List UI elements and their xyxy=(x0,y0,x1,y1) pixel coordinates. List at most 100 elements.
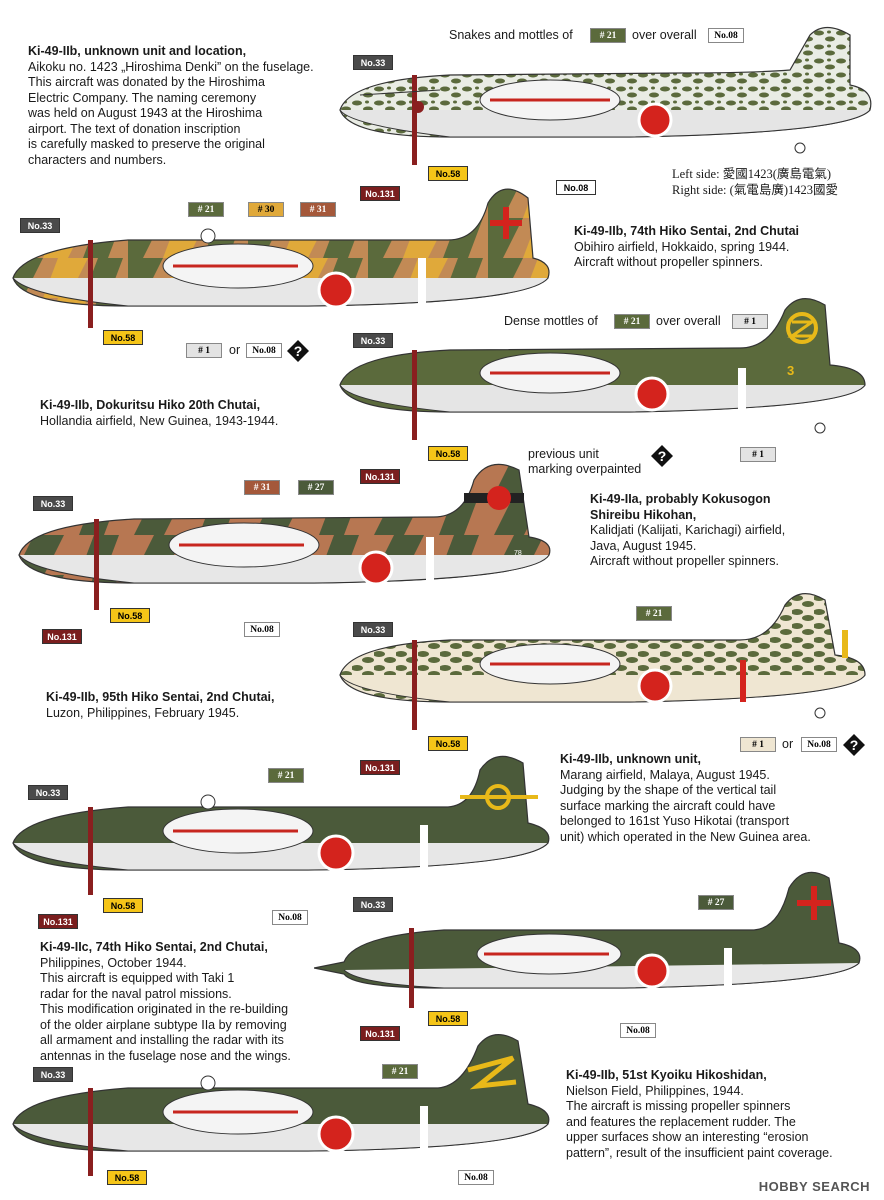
chip-1: # 1 xyxy=(186,343,222,358)
caption-line: This aircraft was donated by the Hiroshi… xyxy=(28,75,265,89)
label-no131: No.131 xyxy=(360,469,400,484)
caption-3: Ki-49-IIb, Dokuritsu Hiko 20th Chutai, H… xyxy=(40,398,278,429)
caption-line: Judging by the shape of the vertical tai… xyxy=(560,783,777,797)
caption-line: Hollandia airfield, New Guinea, 1943-194… xyxy=(40,413,279,428)
chip-31: # 31 xyxy=(300,202,336,217)
caption-line: Java, August 1945. xyxy=(590,538,697,553)
caption-line: is carefully masked to preserve the orig… xyxy=(28,137,265,151)
chip-27: # 27 xyxy=(698,895,734,910)
caption-line: Philippines, October 1944. xyxy=(40,955,187,970)
svg-text:?: ? xyxy=(658,448,667,464)
caption-6: Ki-49-IIb, unknown unit, Marang airfield… xyxy=(560,752,811,845)
label-no33: No.33 xyxy=(28,785,68,800)
caption-line: Electric Company. The naming ceremony xyxy=(28,90,257,105)
caption-line: of the older airplane subtype IIa by rem… xyxy=(40,1017,287,1032)
caption-title: Ki-49-IIb, 95th Hiko Sentai, 2nd Chutai, xyxy=(46,690,275,704)
svg-text:?: ? xyxy=(850,737,859,753)
aircraft-profile-5 xyxy=(339,593,866,730)
question-mark-icon: ? xyxy=(287,340,309,362)
caption-line: Obihiro airfield, Hokkaido, spring 1944. xyxy=(574,239,790,254)
label-no33: No.33 xyxy=(353,55,393,70)
left-side-label: Left side: xyxy=(672,167,720,181)
chip-no08: No.08 xyxy=(272,910,308,925)
caption-title: Ki-49-IIa, probably Kokusogon xyxy=(590,492,771,506)
label-no131: No.131 xyxy=(38,914,78,929)
label-no08: No.08 xyxy=(556,180,596,195)
right-side-kanji: (氣電島廣)1423國愛 xyxy=(729,183,838,197)
caption-line: surface marking the aircraft could have xyxy=(560,798,776,813)
label-no33: No.33 xyxy=(353,333,393,348)
aircraft-profile-4: 78 xyxy=(18,463,551,610)
caption-line: This modification originated in the re-b… xyxy=(40,1002,289,1016)
question-mark-icon: ? xyxy=(843,734,865,756)
caption-line: all armament and installing the radar wi… xyxy=(40,1033,284,1047)
chip-21: # 21 xyxy=(614,314,650,329)
caption-4: Ki-49-IIa, probably Kokusogon Shireibu H… xyxy=(590,492,785,570)
chip-no08: No.08 xyxy=(620,1023,656,1038)
chip-21: # 21 xyxy=(590,28,626,43)
label-no58: No.58 xyxy=(103,330,143,345)
snakes-note-post: over overall xyxy=(632,28,697,42)
label-no131: No.131 xyxy=(360,186,400,201)
footer-watermark: HOBBY SEARCH xyxy=(758,1179,870,1194)
label-no131: No.131 xyxy=(360,1026,400,1041)
chip-21: # 21 xyxy=(636,606,672,621)
label-no131: No.131 xyxy=(42,629,82,644)
caption-1: Ki-49-IIb, unknown unit and location, Ai… xyxy=(28,44,314,168)
label-no33: No.33 xyxy=(353,622,393,637)
chip-1: # 1 xyxy=(740,737,776,752)
chip-27: # 27 xyxy=(298,480,334,495)
caption-line: characters and numbers. xyxy=(28,152,167,167)
chip-30: # 30 xyxy=(248,202,284,217)
caption-line: belonged to 161st Yuso Hikotai (transpor… xyxy=(560,814,790,828)
prev-unit-line2: marking overpainted xyxy=(528,462,642,476)
svg-text:?: ? xyxy=(294,343,303,359)
caption-line: upper surfaces show an interesting “eros… xyxy=(566,1130,809,1144)
chip-no08: No.08 xyxy=(244,622,280,637)
chip-no08: No.08 xyxy=(458,1170,494,1185)
label-no58: No.58 xyxy=(428,166,468,181)
or-text: or xyxy=(782,737,794,751)
aircraft-profile-3: 3 xyxy=(339,298,866,440)
snakes-note: Snakes and mottles of xyxy=(449,28,573,43)
chip-no08: No.08 xyxy=(246,343,282,358)
propeller xyxy=(412,75,417,165)
right-side-inscription: Right side: (氣電島廣)1423國愛 xyxy=(672,182,838,198)
caption-line: pattern”, result of the insufficient pai… xyxy=(566,1145,833,1160)
question-mark-icon: ? xyxy=(651,445,673,467)
caption-7: Ki-49-IIc, 74th Hiko Sentai, 2nd Chutai,… xyxy=(40,940,291,1064)
caption-line: Kalidjati (Kalijati, Karichagi) airfield… xyxy=(590,523,786,537)
left-side-kanji: 愛國1423(廣島電氣) xyxy=(722,167,832,181)
caption-title-line2: Shireibu Hikohan, xyxy=(590,507,697,522)
chip-21: # 21 xyxy=(382,1064,418,1079)
label-no58: No.58 xyxy=(110,608,150,623)
caption-2: Ki-49-IIb, 74th Hiko Sentai, 2nd Chutai … xyxy=(574,224,799,271)
chip-31: # 31 xyxy=(244,480,280,495)
caption-line: Luzon, Philippines, February 1945. xyxy=(46,705,240,720)
label-no33: No.33 xyxy=(33,496,73,511)
dense-note: Dense mottles of xyxy=(504,314,598,329)
label-no131: No.131 xyxy=(360,760,400,775)
label-no58: No.58 xyxy=(103,898,143,913)
caption-8: Ki-49-IIb, 51st Kyoiku Hikoshidan, Niels… xyxy=(566,1068,833,1161)
tail-code-78: 78 xyxy=(514,550,522,557)
snakes-note-pre: Snakes and mottles of xyxy=(449,28,573,42)
dense-note-post: over overall xyxy=(656,314,721,328)
chip-1: # 1 xyxy=(740,447,776,462)
or-text: or xyxy=(229,343,241,357)
caption-5: Ki-49-IIb, 95th Hiko Sentai, 2nd Chutai,… xyxy=(46,690,275,721)
aircraft-profile-7 xyxy=(314,871,861,1008)
aircraft-profile-2 xyxy=(12,188,550,328)
prev-unit-line1: previous unit xyxy=(528,447,599,461)
caption-title: Ki-49-IIb, 74th Hiko Sentai, 2nd Chutai xyxy=(574,224,800,238)
left-side-inscription: Left side: 愛國1423(廣島電氣) xyxy=(672,166,831,182)
caption-line: Aircraft without propeller spinners. xyxy=(574,255,763,269)
caption-line: The aircraft is missing propeller spinne… xyxy=(566,1099,791,1113)
caption-line: Marang airfield, Malaya, August 1945. xyxy=(560,767,770,782)
chip-no08: No.08 xyxy=(708,28,744,43)
caption-line: Nielson Field, Philippines, 1944. xyxy=(566,1083,744,1098)
caption-line: Aikoku no. 1423 „Hiroshima Denki” on the… xyxy=(28,59,314,74)
caption-line: airport. The text of donation inscriptio… xyxy=(28,121,241,136)
chip-no08: No.08 xyxy=(801,737,837,752)
caption-line: unit) which operated in the New Guinea a… xyxy=(560,829,811,844)
